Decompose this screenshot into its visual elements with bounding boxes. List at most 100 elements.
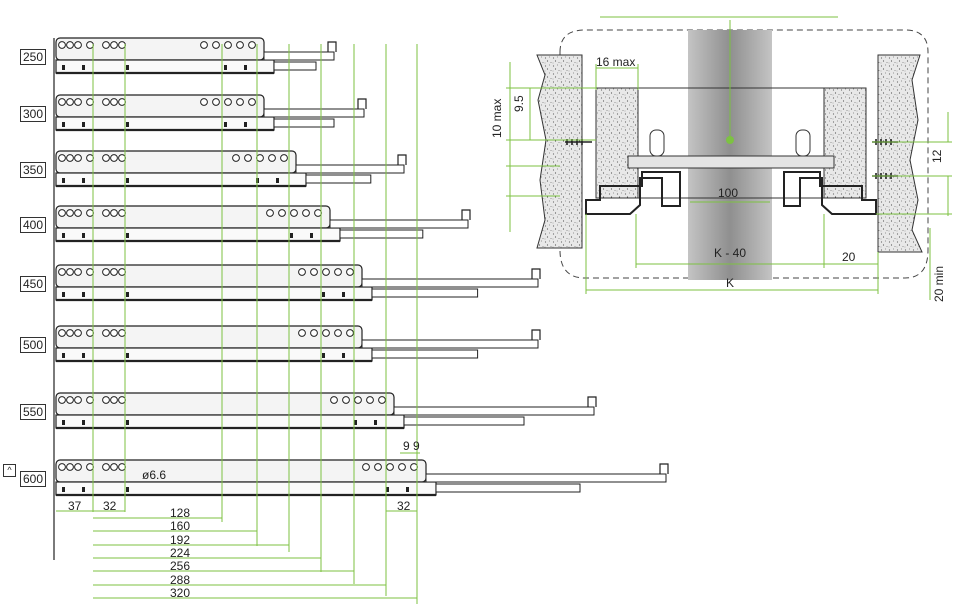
runner-stud bbox=[224, 122, 227, 127]
mounting-hole bbox=[118, 463, 126, 471]
runner-stud bbox=[322, 292, 325, 297]
mounting-hole bbox=[74, 98, 82, 106]
mounting-hole bbox=[212, 41, 220, 49]
mounting-hole bbox=[224, 98, 232, 106]
mounting-hole bbox=[322, 268, 330, 276]
rail-runner bbox=[55, 481, 437, 496]
runner-stud bbox=[62, 122, 65, 127]
mounting-hole bbox=[298, 268, 306, 276]
mounting-hole bbox=[66, 98, 74, 106]
rail-extension bbox=[263, 51, 335, 61]
runner-stud bbox=[322, 353, 325, 358]
runner-stud bbox=[126, 233, 129, 238]
runner-stud bbox=[126, 292, 129, 297]
rail-550 bbox=[55, 392, 597, 430]
rail-body bbox=[55, 459, 427, 483]
mounting-hole bbox=[58, 329, 66, 337]
caret-up-icon[interactable]: ^ bbox=[3, 464, 16, 477]
mounting-hole bbox=[66, 396, 74, 404]
mounting-hole bbox=[74, 329, 82, 337]
rail-end-hook bbox=[587, 396, 597, 407]
mounting-hole bbox=[354, 396, 362, 404]
rail-300 bbox=[55, 94, 367, 132]
rail-extension bbox=[361, 278, 539, 288]
mounting-hole bbox=[302, 209, 310, 217]
chain-label-128: 128 bbox=[170, 506, 191, 520]
mounting-hole bbox=[58, 154, 66, 162]
mounting-hole bbox=[236, 41, 244, 49]
mounting-hole bbox=[110, 463, 118, 471]
mounting-hole bbox=[212, 98, 220, 106]
drawer-bottom bbox=[627, 155, 835, 169]
mounting-hole bbox=[342, 396, 350, 404]
rail-length-label: 500 bbox=[20, 337, 47, 353]
mounting-hole bbox=[362, 463, 370, 471]
mounting-hole bbox=[66, 268, 74, 276]
mounting-hole bbox=[66, 41, 74, 49]
locking-device-right bbox=[795, 129, 811, 157]
rail-extension-lower bbox=[403, 416, 525, 426]
dim-20: 20 bbox=[842, 250, 856, 264]
mounting-hole bbox=[74, 268, 82, 276]
mounting-hole bbox=[58, 463, 66, 471]
mounting-hole bbox=[86, 41, 94, 49]
mounting-hole bbox=[248, 41, 256, 49]
mounting-hole bbox=[86, 463, 94, 471]
rail-600 bbox=[55, 459, 669, 497]
rail-extension bbox=[361, 339, 539, 349]
drawer-side-right bbox=[823, 87, 867, 199]
hole-guide-lines bbox=[92, 44, 418, 604]
runner-stud bbox=[126, 122, 129, 127]
chain-label-224: 224 bbox=[170, 546, 191, 560]
rail-length-label: 300 bbox=[20, 106, 47, 122]
dim-9-b: 9 bbox=[413, 439, 420, 453]
mounting-hole bbox=[346, 329, 354, 337]
chain-label-288: 288 bbox=[170, 573, 191, 587]
runner-stud bbox=[82, 65, 85, 70]
runner-stud bbox=[126, 353, 129, 358]
mounting-hole bbox=[66, 329, 74, 337]
rail-length-label: 550 bbox=[20, 404, 47, 420]
mounting-hole bbox=[118, 41, 126, 49]
rail-extension bbox=[263, 108, 365, 118]
mounting-hole bbox=[86, 209, 94, 217]
rail-end-hook bbox=[397, 154, 407, 165]
rail-runner bbox=[55, 59, 275, 74]
runner-stud bbox=[62, 65, 65, 70]
runner-stud bbox=[244, 122, 247, 127]
slide-profile-left bbox=[585, 171, 681, 215]
mounting-hole bbox=[248, 98, 256, 106]
right-wall bbox=[877, 54, 923, 253]
runner-stud bbox=[354, 420, 357, 425]
runner-stud bbox=[62, 487, 65, 492]
rail-extension bbox=[425, 473, 667, 483]
mounting-hole bbox=[410, 463, 418, 471]
mounting-hole bbox=[256, 154, 264, 162]
runner-stud bbox=[126, 420, 129, 425]
rail-extension bbox=[329, 219, 469, 229]
runner-stud bbox=[126, 178, 129, 183]
runner-stud bbox=[290, 233, 293, 238]
runner-stud bbox=[62, 420, 65, 425]
mounting-hole bbox=[102, 98, 110, 106]
rail-body bbox=[55, 37, 265, 61]
dim-k-minus-40: K - 40 bbox=[714, 246, 747, 260]
mounting-hole bbox=[118, 329, 126, 337]
mounting-hole bbox=[58, 209, 66, 217]
rail-extension-lower bbox=[339, 229, 424, 239]
runner-stud bbox=[62, 353, 65, 358]
dim-20-min: 20 min bbox=[932, 265, 946, 302]
rail-body bbox=[55, 94, 265, 118]
mounting-hole bbox=[310, 268, 318, 276]
dim-32-right: 32 bbox=[397, 499, 411, 513]
mounting-hole bbox=[310, 329, 318, 337]
mounting-hole bbox=[232, 154, 240, 162]
drawer-side-left bbox=[595, 87, 639, 199]
runner-stud bbox=[82, 233, 85, 238]
mounting-hole bbox=[334, 268, 342, 276]
rail-400 bbox=[55, 205, 471, 243]
mounting-hole bbox=[244, 154, 252, 162]
chain-label-256: 256 bbox=[170, 559, 191, 573]
mounting-hole bbox=[110, 268, 118, 276]
